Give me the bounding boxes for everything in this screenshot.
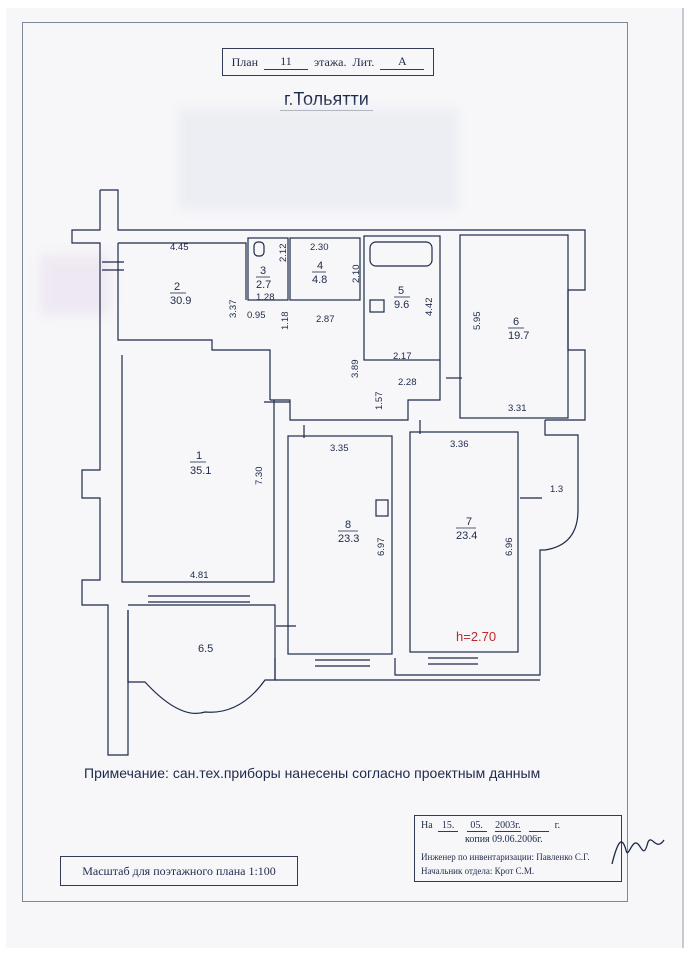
- room-area: 30.9: [170, 295, 191, 307]
- room-id: 2: [174, 281, 180, 293]
- date-blank: [529, 820, 550, 832]
- head-name: Крот С.М.: [494, 866, 535, 876]
- dimension: 3.37: [228, 300, 239, 319]
- engineer-label: Инженер по инвентаризации:: [421, 852, 535, 862]
- signature-icon: [611, 839, 665, 865]
- date-day: 15.: [438, 820, 459, 832]
- dimension: 2.30: [310, 242, 329, 253]
- ceiling-height: h=2.70: [456, 629, 496, 644]
- room-area: 9.6: [394, 299, 409, 311]
- dimension: 4.42: [424, 298, 435, 317]
- room-id: 6: [513, 316, 519, 328]
- dimension: 4.81: [190, 570, 209, 581]
- dimension: 2.28: [398, 377, 417, 388]
- dimension: 1.57: [374, 392, 385, 411]
- room-area: 35.1: [190, 465, 211, 477]
- plan-word: План: [231, 54, 258, 69]
- dimension: 6.97: [376, 538, 387, 557]
- dimension: 4.45: [170, 242, 189, 253]
- engineer-row: Инженер по инвентаризации: Павленко С.Г.: [421, 852, 590, 862]
- room-area: 23.4: [456, 530, 477, 542]
- date-month: 05.: [466, 820, 487, 832]
- redacted-mark: [40, 255, 110, 315]
- scale-label: Масштаб для поэтажного плана 1:100: [60, 856, 298, 886]
- dimension: 5.95: [472, 312, 483, 331]
- room-id: 1: [196, 450, 202, 462]
- lit-value: А: [380, 54, 425, 70]
- dimension: 2.12: [278, 244, 289, 263]
- plan-walls: [71, 189, 586, 756]
- dimension: 1.28: [256, 292, 275, 303]
- stamp-date-row: На 15. 05. 2003г. г.: [421, 820, 560, 832]
- dimension: 1.3: [550, 484, 563, 495]
- room-id: 4: [317, 260, 323, 272]
- floor-number: 11: [264, 54, 308, 70]
- room-area: 4.8: [312, 274, 327, 286]
- dimension: 3.36: [450, 439, 469, 450]
- redacted-address: [178, 108, 458, 210]
- head-label: Начальник отдела:: [421, 866, 493, 876]
- dimension: 7.30: [254, 467, 265, 486]
- room-area: 2.7: [256, 279, 271, 291]
- dimension: 6.5: [198, 643, 213, 655]
- room-area: 23.3: [338, 533, 359, 545]
- copy-date: копия 09.06.2006г.: [465, 834, 543, 845]
- lit-word: Лит.: [352, 54, 375, 69]
- dimension-labels: 4.45 3.37 2.12 1.28 0.95 1.18 2.30 2.10 …: [170, 242, 563, 655]
- engineer-name: Павленко С.Г.: [536, 852, 590, 862]
- dimension: 2.87: [316, 314, 335, 325]
- room-id: 3: [260, 265, 266, 277]
- date-suffix: г.: [554, 820, 561, 831]
- dimension: 2.17: [393, 351, 412, 362]
- plan-title-box: План 11 этажа. Лит. А: [222, 48, 434, 76]
- date-prefix: На: [421, 820, 433, 831]
- room-labels: 2 30.9 1 35.1 3 2.7 4 4.8 5 9.6 6 19.7 7…: [170, 260, 529, 545]
- inventory-stamp: На 15. 05. 2003г. г. копия 09.06.2006г. …: [414, 815, 622, 882]
- drawing-frame: [22, 22, 628, 902]
- date-year: 2003г.: [495, 820, 521, 832]
- room-area: 19.7: [508, 330, 529, 342]
- dimension: 6.96: [504, 538, 515, 557]
- room-id: 5: [398, 285, 404, 297]
- dimension: 3.35: [330, 443, 349, 454]
- dimension: 3.31: [508, 403, 527, 414]
- dimension: 1.18: [280, 312, 291, 331]
- head-row: Начальник отдела: Крот С.М.: [421, 866, 534, 876]
- note-text: Примечание: сан.тех.приборы нанесены сог…: [84, 765, 541, 781]
- dimension: 2.10: [351, 265, 362, 284]
- dimension: 3.89: [350, 360, 361, 379]
- room-id: 7: [466, 516, 472, 528]
- room-id: 8: [345, 519, 351, 531]
- floor-word: этажа.: [314, 54, 347, 69]
- dimension: 0.95: [247, 310, 266, 321]
